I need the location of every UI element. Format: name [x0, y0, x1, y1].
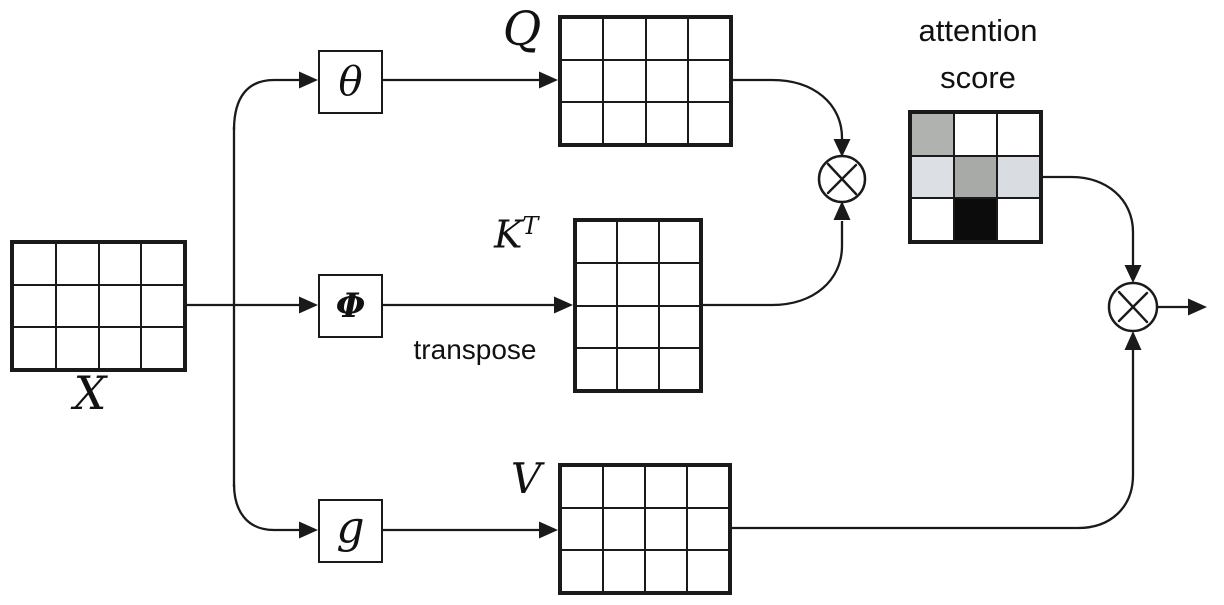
matrix-cell — [954, 198, 997, 241]
matrix-cell — [13, 327, 56, 369]
attention-score-matrix — [908, 110, 1043, 244]
matrix-cell — [997, 155, 1040, 199]
matrix-cell — [576, 347, 618, 390]
matrix-cell — [13, 243, 56, 285]
matrix-cell — [954, 155, 997, 199]
matrix-cell — [603, 60, 646, 102]
matrix-cell — [576, 221, 618, 264]
arrow-v-to-multiply2 — [732, 331, 1142, 530]
attention-score-title-line2: score — [940, 60, 1016, 95]
matrix-cell — [658, 305, 700, 348]
arrow-branch-to-g — [232, 483, 318, 539]
matrix-cell — [687, 102, 730, 144]
multiply-icon — [817, 154, 867, 204]
matrix-cell — [603, 508, 645, 550]
matrix-cell — [617, 305, 659, 348]
matrix-cell — [658, 221, 700, 264]
matrix-cell — [55, 243, 99, 285]
matrix-cell — [561, 18, 604, 60]
g-box: g — [318, 499, 383, 563]
matrix-cell — [645, 18, 688, 60]
matrix-cell — [687, 18, 730, 60]
matrix-cell — [645, 102, 688, 144]
attention-score-title: attention score — [878, 7, 1078, 101]
matrix-cell — [603, 466, 645, 508]
arrow-kt-to-multiply1 — [703, 201, 851, 307]
transpose-label: transpose — [413, 334, 537, 365]
matrix-cell — [645, 466, 687, 508]
matrix-cell — [911, 113, 954, 156]
matrix-cell — [141, 243, 184, 285]
matrix-cell — [617, 347, 659, 390]
key-label-base: K — [494, 212, 523, 257]
g-label: g — [336, 501, 365, 553]
matrix-cell — [13, 285, 56, 327]
arrow-phi-to-kt — [383, 296, 573, 314]
matrix-cell — [911, 155, 954, 199]
key-transpose-label: KT — [494, 214, 564, 254]
matrix-cell — [687, 60, 730, 102]
phi-label: Φ — [335, 286, 366, 326]
matrix-cell — [141, 285, 184, 327]
matrix-cell — [141, 327, 184, 369]
matrix-cell — [98, 327, 142, 369]
matrix-cell — [645, 550, 687, 592]
matrix-cell — [576, 263, 618, 306]
matrix-cell — [687, 466, 729, 508]
phi-box: Φ — [318, 274, 383, 338]
arrow-g-to-v — [383, 521, 558, 539]
output-arrow — [1157, 298, 1207, 316]
attention-score-title-line1: attention — [918, 13, 1038, 48]
matrix-cell — [98, 243, 142, 285]
matrix-cell — [911, 198, 954, 241]
matrix-cell — [576, 305, 618, 348]
matrix-cell — [645, 60, 688, 102]
value-matrix — [558, 463, 732, 595]
input-label: X — [73, 366, 107, 420]
matrix-cell — [645, 508, 687, 550]
multiply-icon — [1107, 281, 1159, 333]
matrix-cell — [561, 508, 603, 550]
arrow-x-to-phi — [187, 296, 318, 314]
matrix-cell — [617, 263, 659, 306]
query-matrix — [558, 15, 733, 147]
arrow-attention-to-multiply2 — [1043, 175, 1142, 283]
key-label-superscript: T — [522, 212, 539, 240]
matrix-cell — [561, 550, 603, 592]
matrix-cell — [603, 18, 646, 60]
matrix-cell — [997, 198, 1040, 241]
arrow-q-to-multiply1 — [733, 78, 851, 157]
arrow-branch-to-theta — [232, 71, 318, 131]
query-label: Q — [502, 2, 542, 57]
matrix-cell — [561, 466, 603, 508]
matrix-cell — [561, 60, 604, 102]
matrix-cell — [687, 550, 729, 592]
matrix-cell — [561, 102, 604, 144]
matrix-cell — [55, 285, 99, 327]
matrix-cell — [603, 550, 645, 592]
matrix-cell — [603, 102, 646, 144]
matrix-cell — [617, 221, 659, 264]
arrow-theta-to-q — [383, 71, 558, 89]
theta-box: θ — [318, 50, 383, 114]
matrix-cell — [658, 347, 700, 390]
theta-label: θ — [338, 59, 363, 105]
key-transpose-matrix — [573, 218, 703, 393]
matrix-cell — [954, 113, 997, 156]
input-matrix — [10, 240, 187, 372]
matrix-cell — [687, 508, 729, 550]
matrix-cell — [658, 263, 700, 306]
matrix-cell — [997, 113, 1040, 156]
value-label: V — [510, 454, 542, 503]
matrix-cell — [55, 327, 99, 369]
matrix-cell — [98, 285, 142, 327]
